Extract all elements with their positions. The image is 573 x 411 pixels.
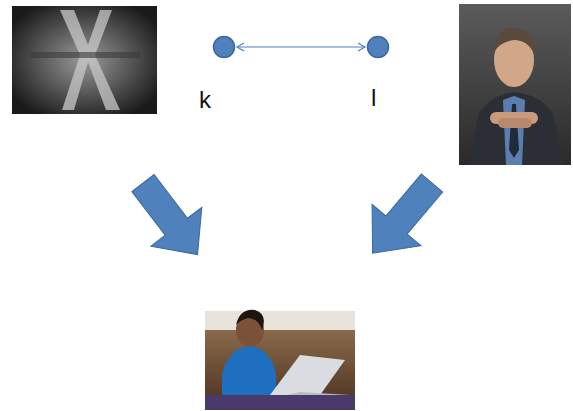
node-circle: k [212,35,236,59]
double-arrow [237,43,365,51]
logo-picture [12,6,157,114]
circle-shape [366,35,390,59]
circle-shape [212,35,236,59]
block-arrow [348,162,456,274]
person-picture [205,310,355,410]
node-label: k [199,88,211,112]
node-circle: l [366,35,390,59]
block-arrow [118,164,223,274]
node-label: l [371,86,376,110]
portrait-picture [459,4,571,165]
